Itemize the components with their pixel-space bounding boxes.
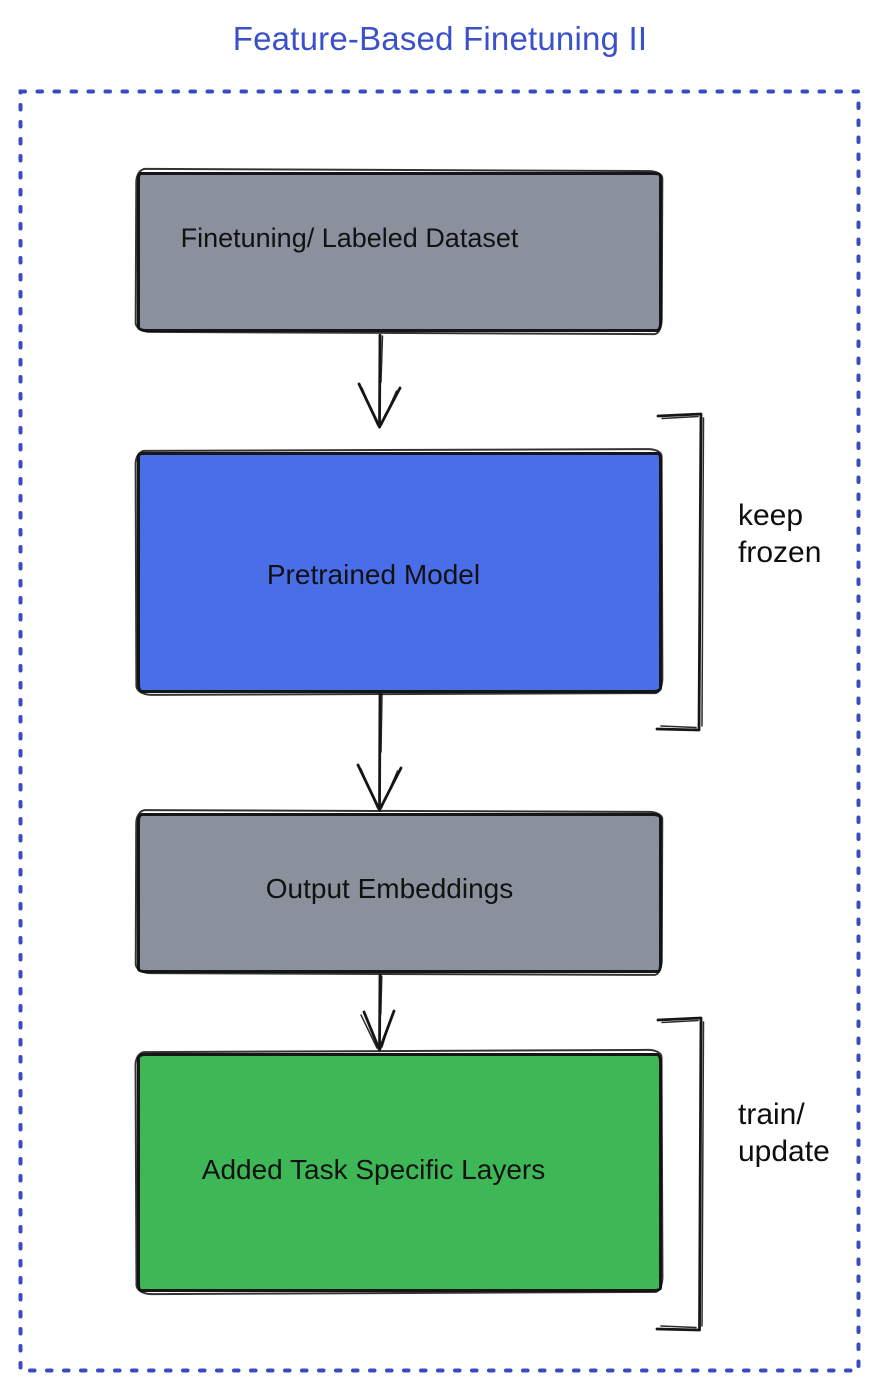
annotation-keep-frozen: keep frozen xyxy=(738,497,821,571)
bracket-icon xyxy=(655,412,705,732)
annotation-line: train/ xyxy=(738,1098,805,1131)
arrow-down-icon xyxy=(360,974,396,1052)
page-title: Feature-Based Finetuning II xyxy=(232,20,648,57)
annotation-train-update: train/ update xyxy=(738,1096,830,1170)
node-label: Output Embeddings xyxy=(265,873,514,904)
node-pretrained-model: Pretrained Model xyxy=(137,452,662,693)
arrow-down-icon xyxy=(357,334,402,429)
node-output-embeddings: Output Embeddings xyxy=(137,813,662,973)
node-label: Finetuning/ Labeled Dataset xyxy=(180,222,519,253)
annotation-line: update xyxy=(738,1135,830,1168)
annotation-line: keep xyxy=(738,499,804,532)
annotation-line: frozen xyxy=(738,536,822,569)
arrow-down-icon xyxy=(356,692,403,812)
node-finetuning-dataset: Finetuning/ Labeled Dataset xyxy=(137,172,662,332)
bracket-icon xyxy=(655,1016,705,1332)
node-label: Pretrained Model xyxy=(266,558,481,590)
node-task-specific-layers: Added Task Specific Layers xyxy=(137,1053,662,1292)
node-label: Added Task Specific Layers xyxy=(201,1153,546,1185)
